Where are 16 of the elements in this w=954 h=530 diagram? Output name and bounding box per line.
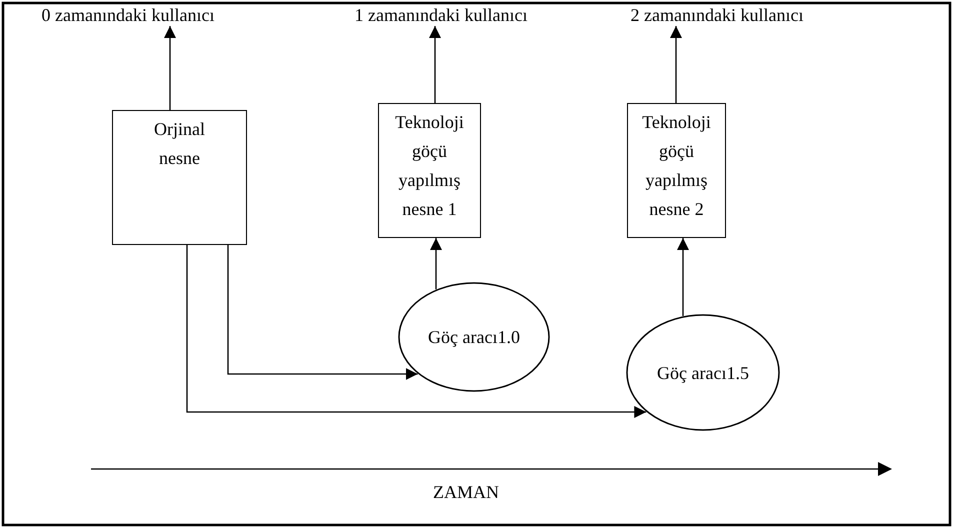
arrow [429, 26, 441, 103]
user-label: 0 zamanındaki kullanıcı [28, 4, 228, 26]
arrow [670, 26, 682, 103]
arrow [227, 245, 418, 380]
arrow [677, 238, 689, 316]
axis-label: ZAMAN [433, 482, 499, 503]
arrow [186, 245, 646, 418]
object-box: Orjinal nesne [112, 110, 247, 245]
object-box: Teknoloji göçü yapılmış nesne 1 [378, 103, 481, 238]
migration-tool-ellipse: Göç aracı1.0 [398, 282, 550, 392]
arrow [430, 238, 442, 290]
user-label: 2 zamanındaki kullanıcı [597, 4, 837, 26]
arrow [164, 26, 176, 110]
migration-tool-ellipse: Göç aracı1.5 [626, 314, 780, 431]
object-box: Teknoloji göçü yapılmış nesne 2 [627, 103, 726, 238]
user-label: 1 zamanındaki kullanıcı [325, 4, 557, 26]
